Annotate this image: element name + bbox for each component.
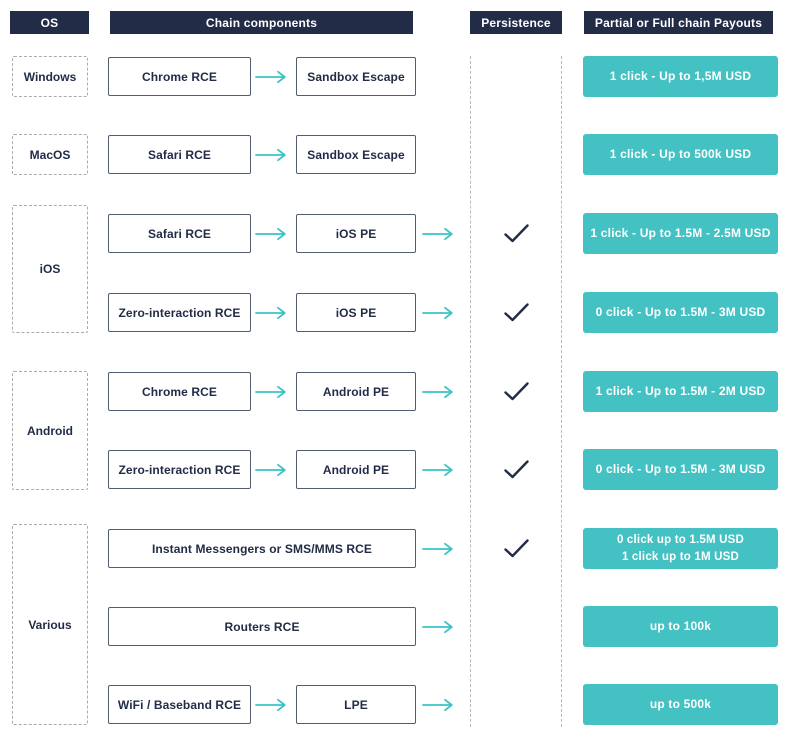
chain-step-label: LPE bbox=[344, 697, 368, 712]
chain-step-label: Instant Messengers or SMS/MMS RCE bbox=[151, 541, 372, 556]
payout-badge: 0 click - Up to 1.5M - 3M USD bbox=[583, 292, 778, 333]
arrow-right-icon bbox=[251, 449, 296, 490]
os-group-android: Android bbox=[12, 371, 88, 490]
chain-step-box: WiFi / Baseband RCE bbox=[108, 685, 251, 724]
arrow-right-icon bbox=[251, 134, 296, 175]
arrow-right-icon bbox=[251, 56, 296, 97]
chain-row: Safari RCE Sandbox Escape 1 click - Up t… bbox=[0, 134, 790, 175]
chain-step-label: Zero-interaction RCE bbox=[118, 305, 241, 320]
arrow-right-icon bbox=[418, 684, 464, 725]
payout-badge: 1 click - Up to 1.5M - 2.5M USD bbox=[583, 213, 778, 254]
arrow-right-icon bbox=[418, 606, 464, 647]
payout-label: 0 click - Up to 1.5M - 3M USD bbox=[595, 305, 766, 320]
payout-label: 1 click - Up to 1.5M - 2.5M USD bbox=[590, 226, 771, 241]
chain-step-box: Sandbox Escape bbox=[296, 135, 416, 174]
payout-badge: up to 100k bbox=[583, 606, 778, 647]
chain-step-box: Zero-interaction RCE bbox=[108, 450, 251, 489]
arrow-right-icon bbox=[418, 449, 464, 490]
chain-row: Zero-interaction RCE Android PE 0 click … bbox=[0, 449, 790, 490]
header-chain-label: Chain components bbox=[205, 15, 318, 30]
chain-step-box: Android PE bbox=[296, 372, 416, 411]
chain-step-label: Safari RCE bbox=[147, 226, 212, 241]
header-payouts-label: Partial or Full chain Payouts bbox=[594, 15, 763, 30]
chain-row: WiFi / Baseband RCE LPE up to 500k bbox=[0, 684, 790, 725]
arrow-right-icon bbox=[251, 213, 296, 254]
chain-step-label: Chrome RCE bbox=[141, 69, 217, 84]
chain-step-label: Sandbox Escape bbox=[307, 147, 405, 162]
chain-row: Instant Messengers or SMS/MMS RCE 0 clic… bbox=[0, 528, 790, 569]
checkmark-icon bbox=[470, 528, 562, 569]
payout-label-line1: 0 click up to 1.5M USD bbox=[616, 534, 745, 547]
payout-badge: 1 click - Up to 1,5M USD bbox=[583, 56, 778, 97]
os-group-various: Various bbox=[12, 524, 88, 725]
persistence-column-left-divider bbox=[470, 56, 471, 727]
payout-badge: 1 click - Up to 1.5M - 2M USD bbox=[583, 371, 778, 412]
chain-step-label: Android PE bbox=[322, 462, 390, 477]
chain-step-label: iOS PE bbox=[335, 305, 377, 320]
chain-step-label: Sandbox Escape bbox=[307, 69, 405, 84]
chain-row: Zero-interaction RCE iOS PE 0 click - Up… bbox=[0, 292, 790, 333]
payout-badge: 0 click up to 1.5M USD 1 click up to 1M … bbox=[583, 528, 778, 569]
os-group-label: iOS bbox=[39, 262, 61, 276]
payout-label-line2: 1 click up to 1M USD bbox=[621, 550, 740, 563]
chain-step-box: Chrome RCE bbox=[108, 372, 251, 411]
chain-step-label: Android PE bbox=[322, 384, 390, 399]
chain-step-box: Safari RCE bbox=[108, 135, 251, 174]
os-group-ios: iOS bbox=[12, 205, 88, 333]
arrow-right-icon bbox=[418, 292, 464, 333]
payout-badge: 0 click - Up to 1.5M - 3M USD bbox=[583, 449, 778, 490]
checkmark-icon bbox=[470, 213, 562, 254]
chain-step-label: Zero-interaction RCE bbox=[118, 462, 241, 477]
payout-label: 1 click - Up to 1.5M - 2M USD bbox=[595, 384, 766, 399]
arrow-right-icon bbox=[251, 371, 296, 412]
chain-row: Safari RCE iOS PE 1 click - Up to 1.5M -… bbox=[0, 213, 790, 254]
chain-row: Chrome RCE Sandbox Escape 1 click - Up t… bbox=[0, 56, 790, 97]
chain-step-label: iOS PE bbox=[335, 226, 377, 241]
arrow-right-icon bbox=[418, 371, 464, 412]
payout-badge: 1 click - Up to 500k USD bbox=[583, 134, 778, 175]
arrow-right-icon bbox=[251, 684, 296, 725]
chain-step-box: Chrome RCE bbox=[108, 57, 251, 96]
checkmark-icon bbox=[470, 449, 562, 490]
header-persistence: Persistence bbox=[470, 11, 562, 34]
checkmark-icon bbox=[470, 371, 562, 412]
chain-step-label: Routers RCE bbox=[224, 619, 300, 634]
chain-step-box: Android PE bbox=[296, 450, 416, 489]
persistence-column-right-divider bbox=[561, 56, 562, 727]
checkmark-icon bbox=[470, 292, 562, 333]
chain-step-box: Instant Messengers or SMS/MMS RCE bbox=[108, 529, 416, 568]
chain-step-label: WiFi / Baseband RCE bbox=[117, 697, 242, 712]
chain-step-box: Routers RCE bbox=[108, 607, 416, 646]
chain-row: Routers RCE up to 100k bbox=[0, 606, 790, 647]
chain-step-box: LPE bbox=[296, 685, 416, 724]
payout-label: 0 click - Up to 1.5M - 3M USD bbox=[595, 462, 766, 477]
header-os: OS bbox=[10, 11, 89, 34]
chain-row: Chrome RCE Android PE 1 click - Up to 1.… bbox=[0, 371, 790, 412]
arrow-right-icon bbox=[251, 292, 296, 333]
os-group-label: MacOS bbox=[29, 147, 71, 162]
os-group-windows: Windows bbox=[12, 56, 88, 97]
payout-label: up to 100k bbox=[649, 619, 712, 634]
chain-step-box: Zero-interaction RCE bbox=[108, 293, 251, 332]
header-persistence-label: Persistence bbox=[481, 15, 551, 30]
chain-step-label: Safari RCE bbox=[147, 147, 212, 162]
arrow-right-icon bbox=[418, 213, 464, 254]
chain-step-box: iOS PE bbox=[296, 214, 416, 253]
arrow-right-icon bbox=[418, 528, 464, 569]
chain-step-box: iOS PE bbox=[296, 293, 416, 332]
payout-badge: up to 500k bbox=[583, 684, 778, 725]
header-chain-components: Chain components bbox=[110, 11, 413, 34]
payout-label: up to 500k bbox=[649, 697, 712, 712]
payout-label: 1 click - Up to 500k USD bbox=[609, 147, 752, 162]
os-group-label: Android bbox=[27, 423, 73, 438]
header-os-label: OS bbox=[40, 15, 59, 30]
payout-label: 1 click - Up to 1,5M USD bbox=[609, 69, 752, 84]
os-group-label: Windows bbox=[23, 69, 77, 84]
chain-step-box: Safari RCE bbox=[108, 214, 251, 253]
header-payouts: Partial or Full chain Payouts bbox=[584, 11, 773, 34]
os-group-macos: MacOS bbox=[12, 134, 88, 175]
os-group-label: Various bbox=[28, 617, 72, 632]
chain-step-label: Chrome RCE bbox=[141, 384, 217, 399]
chain-step-box: Sandbox Escape bbox=[296, 57, 416, 96]
